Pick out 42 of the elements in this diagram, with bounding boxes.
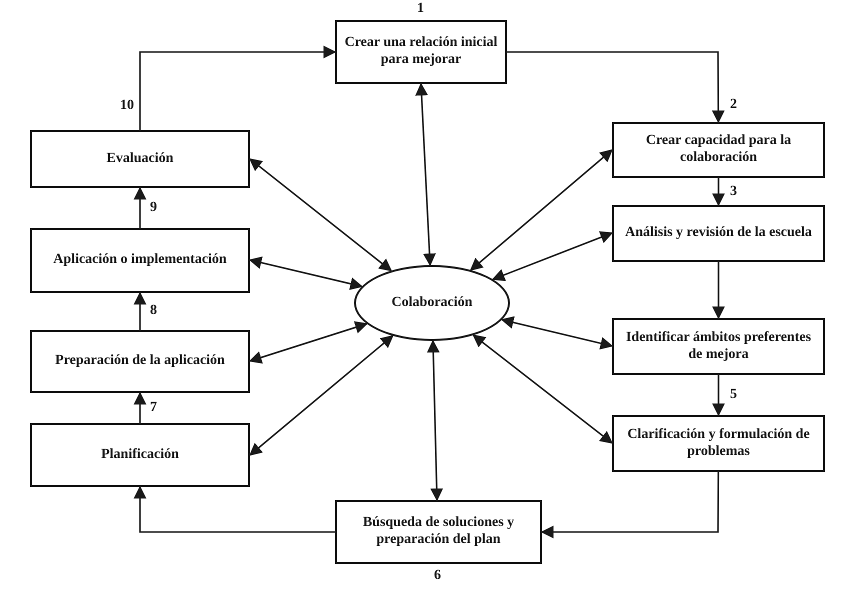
arrow [134,486,335,533]
node-label: Aplicación o implementación [52,251,228,270]
process-box [335,500,542,564]
arrow [415,82,436,266]
arrow [712,262,725,320]
process-box [612,415,825,472]
process-box [612,205,825,262]
arrow [249,158,392,272]
arrow [249,335,394,456]
arrow [248,256,364,290]
node-label: Preparación de la aplicación [54,352,226,370]
process-box [612,318,825,375]
process-box [30,130,250,188]
process-box [335,20,507,84]
arrow [507,51,725,124]
node-label: Colaboración [390,294,474,312]
arrow [134,292,146,330]
node-label: Evaluación [106,150,174,168]
process-box [612,122,825,178]
node-label: Crear una relación inicial para mejorar [344,34,498,69]
arrow [712,178,725,206]
arrow [470,149,613,271]
node-label: Identificar ámbitos preferentes de mejora [624,328,812,364]
process-box [30,423,250,487]
process-box [30,330,250,393]
arrow [248,321,368,364]
arrow [134,186,146,228]
central-ellipse [354,265,510,341]
arrow [426,340,444,502]
arrow [712,375,725,416]
arrow [139,46,336,130]
node-label: Clarificación y formulación de problemas [626,426,811,460]
node-label: Crear capacidad para la colaboración [644,132,792,167]
process-box [30,228,250,293]
node-label: Análisis y revisión de la escuela [624,224,813,242]
arrow [500,316,614,350]
node-label: Búsqueda de soluciones y preparación del plan [362,514,516,549]
arrow [134,392,146,423]
arrow [492,231,614,282]
arrow [540,472,720,538]
arrow [472,334,613,444]
node-label: Planificación [100,446,180,464]
